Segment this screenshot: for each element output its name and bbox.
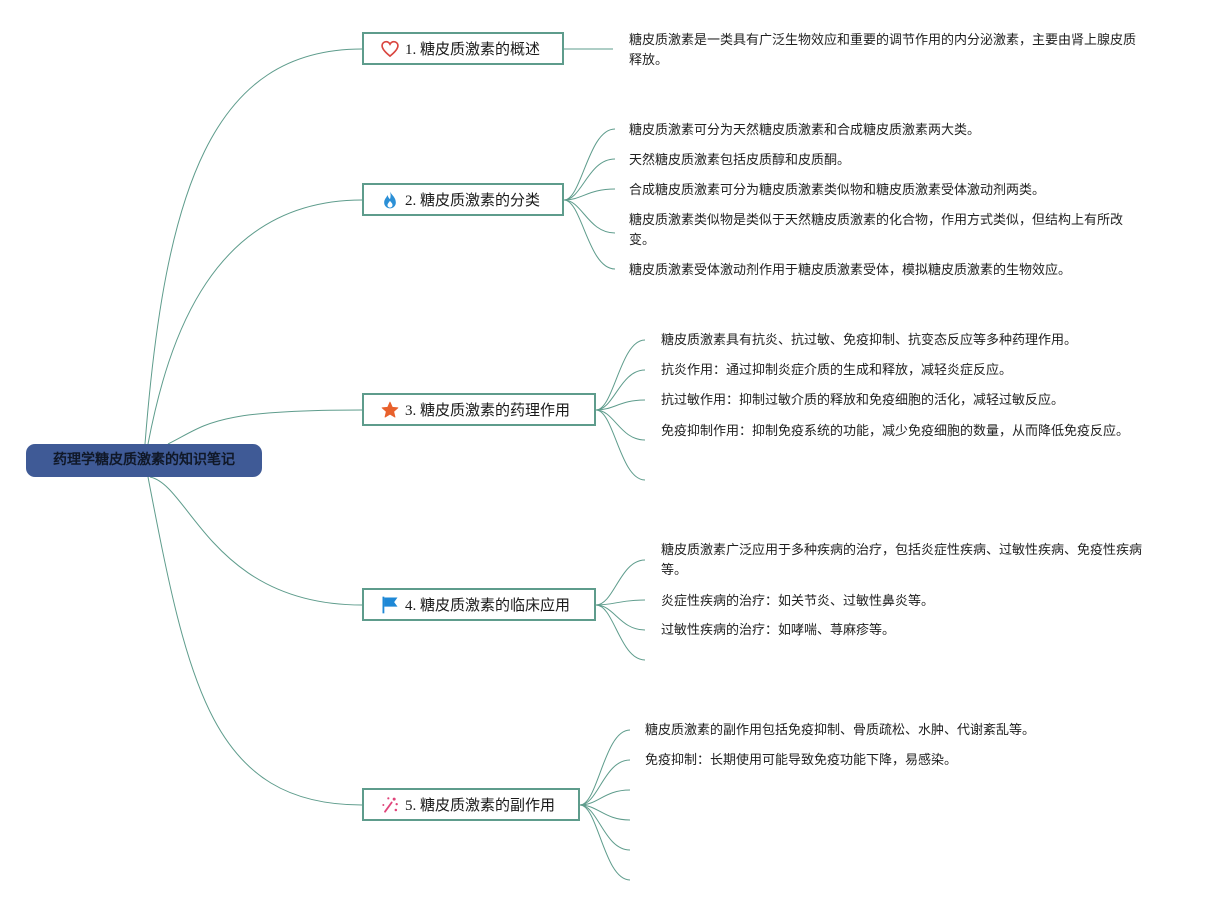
central-topic-label: 药理学糖皮质激素的知识笔记 bbox=[53, 452, 235, 468]
star-icon bbox=[380, 400, 400, 420]
leaf-note[interactable]: 抗炎作用：通过抑制炎症介质的生成和释放，减轻炎症反应。 bbox=[661, 363, 1013, 378]
central-topic[interactable]: 药理学糖皮质激素的知识笔记 bbox=[26, 444, 262, 477]
leaf-connector bbox=[595, 409, 646, 441]
leaf-connector bbox=[563, 188, 616, 201]
flag-icon bbox=[380, 595, 400, 615]
topic-label: 3. 糖皮质激素的药理作用 bbox=[405, 403, 571, 419]
leaf-connector bbox=[579, 804, 631, 881]
topic-label: 5. 糖皮质激素的副作用 bbox=[405, 798, 556, 814]
leaf-note[interactable]: 免疫抑制作用：抑制免疫系统的功能，减少免疫细胞的数量，从而降低免疫反应。 bbox=[661, 424, 1130, 439]
topic-side-effects[interactable]: 5. 糖皮质激素的副作用 bbox=[362, 788, 580, 821]
leaf-connector bbox=[595, 559, 646, 606]
topic-label: 1. 糖皮质激素的概述 bbox=[405, 42, 541, 58]
topic-pharmacology[interactable]: 3. 糖皮质激素的药理作用 bbox=[362, 393, 596, 426]
leaf-connector bbox=[595, 599, 646, 606]
leaf-connector bbox=[595, 369, 646, 411]
flame-icon bbox=[380, 190, 400, 210]
sparkle-icon bbox=[380, 795, 400, 815]
leaf-note[interactable]: 糖皮质激素类似物是类似于天然糖皮质激素的化合物，作用方式类似，但结构上有所改变。 bbox=[629, 213, 1124, 248]
topic-classification[interactable]: 2. 糖皮质激素的分类 bbox=[362, 183, 564, 216]
leaf-note[interactable]: 糖皮质激素可分为天然糖皮质激素和合成糖皮质激素两大类。 bbox=[629, 123, 981, 138]
leaf-connector bbox=[595, 604, 646, 631]
topic-label: 4. 糖皮质激素的临床应用 bbox=[405, 598, 571, 614]
leaf-note[interactable]: 糖皮质激素广泛应用于多种疾病的治疗，包括炎症性疾病、过敏性疾病、免疫性疾病等。 bbox=[661, 543, 1143, 578]
topic-clinical-use[interactable]: 4. 糖皮质激素的临床应用 bbox=[362, 588, 596, 621]
heart-icon bbox=[380, 39, 400, 59]
leaf-connector bbox=[595, 604, 646, 661]
topic-label: 2. 糖皮质激素的分类 bbox=[405, 193, 541, 209]
leaf-connector bbox=[563, 158, 616, 201]
leaf-connector bbox=[579, 759, 631, 806]
leaf-connector bbox=[579, 729, 631, 806]
leaf-note[interactable]: 免疫抑制：长期使用可能导致免疫功能下降，易感染。 bbox=[645, 753, 958, 768]
leaf-note[interactable]: 抗过敏作用：抑制过敏介质的释放和免疫细胞的活化，减轻过敏反应。 bbox=[661, 393, 1065, 408]
root-connector bbox=[149, 476, 363, 606]
root-connector bbox=[147, 476, 363, 806]
root-connector bbox=[144, 48, 363, 445]
leaf-note[interactable]: 天然糖皮质激素包括皮质醇和皮质酮。 bbox=[629, 153, 851, 168]
leaf-connector bbox=[563, 199, 616, 270]
root-connector bbox=[167, 409, 363, 445]
leaf-note[interactable]: 糖皮质激素是一类具有广泛生物效应和重要的调节作用的内分泌激素，主要由肾上腺皮质释… bbox=[629, 33, 1137, 68]
leaf-connector bbox=[595, 339, 646, 411]
topic-overview[interactable]: 1. 糖皮质激素的概述 bbox=[362, 32, 564, 65]
leaf-note[interactable]: 糖皮质激素具有抗炎、抗过敏、免疫抑制、抗变态反应等多种药理作用。 bbox=[661, 333, 1078, 348]
leaf-connector bbox=[579, 804, 631, 851]
leaf-connector bbox=[595, 399, 646, 411]
leaf-connector bbox=[563, 128, 616, 201]
leaf-note[interactable]: 糖皮质激素的副作用包括免疫抑制、骨质疏松、水肿、代谢紊乱等。 bbox=[645, 723, 1036, 738]
leaf-note[interactable]: 炎症性疾病的治疗：如关节炎、过敏性鼻炎等。 bbox=[661, 594, 935, 609]
leaf-connector bbox=[563, 199, 616, 234]
leaf-note[interactable]: 合成糖皮质激素可分为糖皮质激素类似物和糖皮质激素受体激动剂两类。 bbox=[629, 183, 1046, 198]
leaf-note[interactable]: 糖皮质激素受体激动剂作用于糖皮质激素受体，模拟糖皮质激素的生物效应。 bbox=[629, 263, 1072, 278]
leaf-connector bbox=[579, 789, 631, 806]
leaf-connector bbox=[595, 409, 646, 481]
root-connector bbox=[147, 199, 363, 445]
leaf-note[interactable]: 过敏性疾病的治疗：如哮喘、荨麻疹等。 bbox=[661, 623, 896, 638]
